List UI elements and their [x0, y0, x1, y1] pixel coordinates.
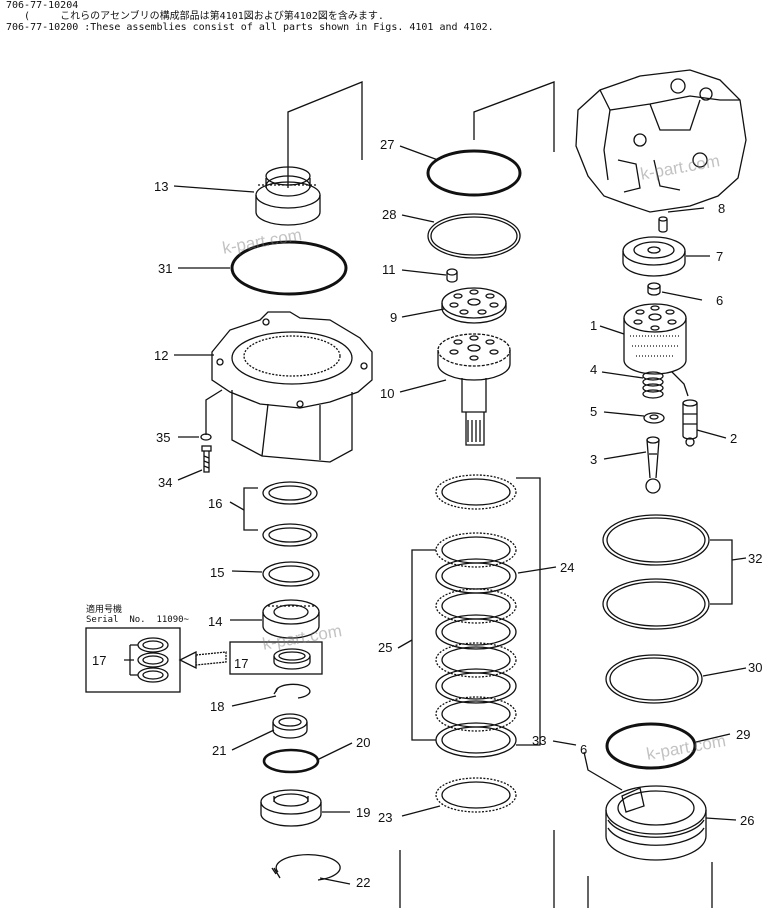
label-12: 12	[154, 348, 168, 363]
label-17-serial: 17	[92, 653, 106, 668]
pin-8	[658, 216, 668, 222]
plate-stack-24-25	[435, 474, 517, 758]
label-2: 2	[730, 431, 737, 446]
ring-28	[427, 213, 521, 259]
label-1: 1	[590, 318, 597, 333]
label-34: 34	[158, 475, 172, 490]
valve-plate-9	[441, 287, 507, 324]
label-28: 28	[382, 207, 396, 222]
label-9: 9	[390, 310, 397, 325]
label-33: 33	[532, 733, 546, 748]
spherical-bush-5	[643, 412, 665, 424]
snap-ring-22	[275, 853, 341, 881]
label-30: 30	[748, 660, 762, 675]
label-10: 10	[380, 386, 394, 401]
label-19: 19	[356, 805, 370, 820]
o-ring-20	[262, 748, 320, 774]
replacement-arrow	[178, 650, 227, 670]
valve-casing	[575, 69, 747, 213]
cylinder-block-1	[623, 303, 687, 375]
shim-16b	[262, 523, 318, 547]
leader-33-plug	[583, 751, 623, 791]
cover-19	[260, 789, 322, 827]
label-3: 3	[590, 452, 597, 467]
label-20: 20	[356, 735, 370, 750]
label-29: 29	[736, 727, 750, 742]
label-15: 15	[210, 565, 224, 580]
box-17-inline	[229, 641, 323, 675]
o-ring-27	[426, 149, 522, 197]
spacer-15	[262, 561, 320, 587]
o-ring-31	[230, 240, 348, 296]
label-7: 7	[716, 249, 723, 264]
label-6: 6	[716, 293, 723, 308]
assembly-bracket-center-top	[473, 81, 555, 152]
valve-plate-7	[622, 236, 686, 277]
shim-16a	[262, 481, 318, 505]
label-6-plug: 6	[580, 742, 587, 757]
label-4: 4	[590, 362, 597, 377]
pin-11	[446, 268, 458, 283]
spring-4	[642, 371, 664, 399]
label-25: 25	[378, 640, 392, 655]
label-26: 26	[740, 813, 754, 828]
header-note-jp: ( これらのアセンブリの構成部品は第4101図および第4102図を含みます.	[6, 11, 384, 22]
bearing-14	[262, 599, 320, 639]
housing-12	[211, 311, 373, 463]
label-35: 35	[156, 430, 170, 445]
bushing-6	[647, 282, 661, 290]
assembly-bracket-left-top	[287, 81, 363, 188]
label-24: 24	[560, 560, 574, 575]
gear-shaft-10	[437, 333, 511, 446]
oil-seal-21	[272, 713, 308, 739]
label-27: 27	[380, 137, 394, 152]
label-22: 22	[356, 875, 370, 890]
piston-2	[682, 399, 698, 447]
label-5: 5	[590, 404, 597, 419]
label-31: 31	[158, 261, 172, 276]
label-17: 17	[234, 656, 248, 671]
center-shaft-3	[645, 436, 661, 494]
snap-ring-18	[275, 683, 311, 699]
o-ring-29	[605, 722, 697, 770]
label-23: 23	[378, 810, 392, 825]
ring-30	[605, 654, 703, 704]
label-18: 18	[210, 699, 224, 714]
ring-32b	[602, 578, 710, 630]
bolt-34	[201, 445, 212, 473]
plate-23	[435, 777, 517, 813]
ring-32a	[602, 514, 710, 566]
serial-label-jp: 適用号機	[86, 605, 123, 615]
serial-label-en: Serial No. 11090~	[86, 615, 189, 625]
label-11: 11	[382, 262, 396, 277]
bearing-13	[255, 166, 321, 226]
header-part-number: 706-77-10204	[6, 0, 79, 11]
label-14: 14	[208, 614, 222, 629]
label-16: 16	[208, 496, 222, 511]
header-note-en: 706-77-10200 :These assemblies consist o…	[6, 22, 494, 33]
brake-piston-26	[605, 785, 707, 861]
label-32: 32	[748, 551, 762, 566]
label-13: 13	[154, 179, 168, 194]
washer-35	[200, 433, 212, 441]
label-21: 21	[212, 743, 226, 758]
label-8: 8	[718, 201, 725, 216]
